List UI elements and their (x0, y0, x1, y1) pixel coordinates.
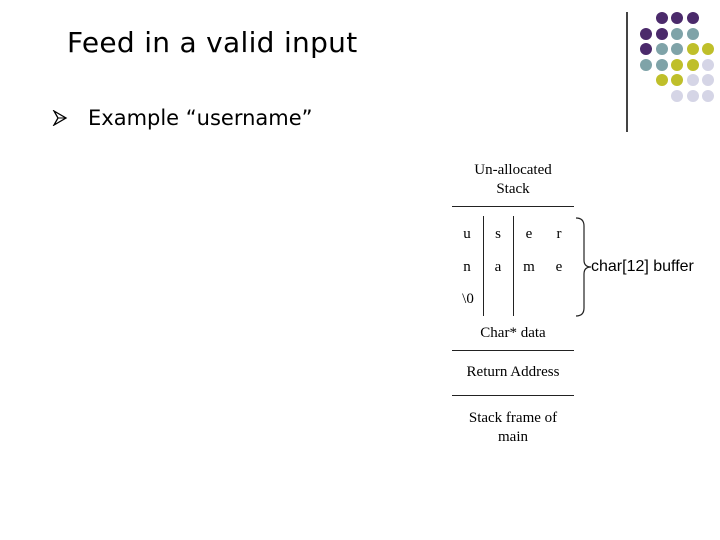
buffer-brace-icon (575, 217, 592, 317)
decorative-vertical-line (626, 12, 628, 132)
buffer-divider-1 (483, 216, 484, 316)
decorative-dot (655, 58, 668, 71)
decorative-dot (686, 43, 699, 55)
buffer-divider-2 (513, 216, 514, 316)
decorative-dot (640, 27, 652, 40)
buffer-cell: \0 (462, 291, 474, 307)
decorative-dot (671, 89, 683, 102)
decorative-dot (671, 58, 683, 71)
buffer-label: char[12] buffer (591, 258, 694, 275)
return-bottom-line (452, 395, 574, 396)
buffer-cell: s (495, 226, 501, 242)
decorative-dot (655, 12, 668, 24)
arrow-bullet-icon (52, 110, 68, 126)
bullet-item: Example “username” (52, 106, 313, 130)
buffer-cell: e (555, 259, 563, 275)
decorative-dot (686, 74, 699, 86)
decorative-dot (640, 43, 652, 55)
main-frame-label-line2: main (498, 429, 528, 445)
bullet-text: Example “username” (88, 106, 313, 130)
buffer-cell: n (463, 259, 471, 275)
buffer-cell: r (556, 226, 562, 242)
buffer-cell: m (523, 259, 535, 275)
decorative-dot (655, 43, 668, 55)
decorative-dot (671, 12, 683, 24)
unallocated-label-line1: Un-allocated (474, 162, 552, 178)
stack-top-line (452, 206, 574, 207)
main-frame-label-line1: Stack frame of (468, 410, 558, 426)
decorative-dot (640, 58, 652, 71)
decorative-dot (702, 74, 714, 86)
decorative-dot (655, 74, 668, 86)
buffer-cell: e (525, 226, 533, 242)
decorative-dot (671, 43, 683, 55)
slide-title: Feed in a valid input (67, 26, 358, 59)
decorative-dot (686, 58, 699, 71)
data-bottom-line (452, 350, 574, 351)
return-address-label: Return Address (466, 364, 560, 380)
decorative-dot (671, 27, 683, 40)
decorative-dot (655, 27, 668, 40)
unallocated-label-line2: Stack (496, 181, 530, 197)
buffer-cell: a (494, 259, 502, 275)
decorative-dot (686, 12, 699, 24)
buffer-cell: u (463, 226, 471, 242)
decorative-dot (671, 74, 683, 86)
decorative-dot (702, 89, 714, 102)
decorative-dot (686, 27, 699, 40)
data-pointer-label: Char* data (480, 325, 546, 341)
decorative-dot (686, 89, 699, 102)
decorative-dot (702, 58, 714, 71)
decorative-dot (702, 43, 714, 55)
